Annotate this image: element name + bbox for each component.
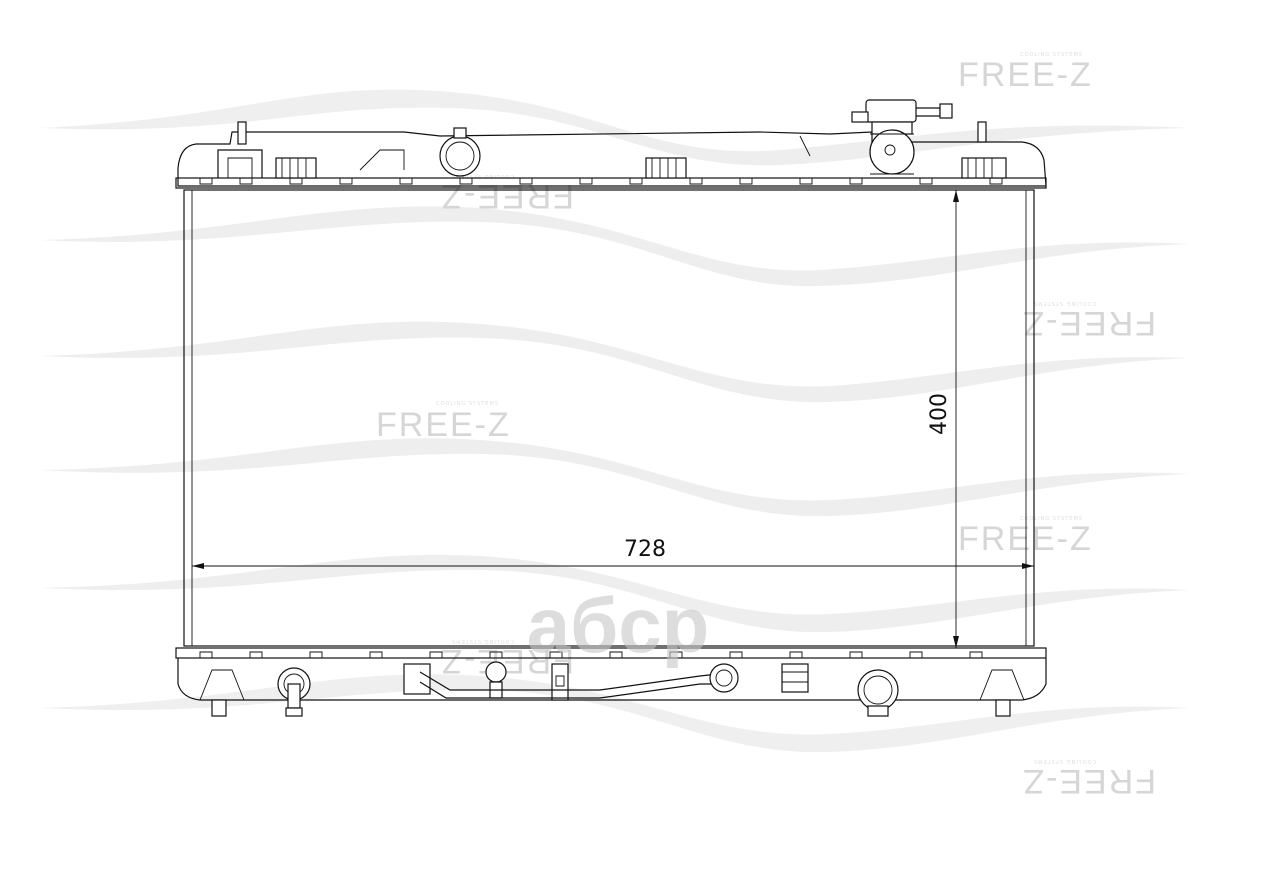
brand-subtitle-4: COOLING SYSTEMS [1020,516,1083,522]
brand-subtitle-5: COOLING SYSTEMS [451,173,514,179]
radiator-core [183,189,1035,647]
brand-watermark-1: FREE-Z [958,56,1093,94]
brand-watermarks: COOLING SYSTEMS FREE-Z FREE-Z COOLING SY… [376,52,1156,800]
bottom-tank [175,647,1047,717]
brand-subtitle-7: COOLING SYSTEMS [1033,758,1096,764]
brand-watermark-5: FREE-Z [439,177,574,215]
dimension-width: 728 [192,537,1034,569]
overlay-logo: aбcp [527,581,710,669]
width-dimension-label: 728 [624,537,666,562]
brand-watermark-4: FREE-Z [958,520,1093,558]
brand-subtitle-2: COOLING SYSTEMS [1033,300,1096,306]
brand-subtitle-1: COOLING SYSTEMS [1020,52,1083,58]
height-dimension-label: 400 [927,393,952,435]
brand-watermark-7: FREE-Z [1021,762,1156,800]
brand-watermark-3: FREE-Z [376,406,511,444]
dimension-height: 400 [927,190,959,648]
brand-watermark-2: FREE-Z [1021,304,1156,342]
brand-subtitle-6: COOLING SYSTEMS [451,638,514,644]
top-tank [175,99,1047,189]
brand-subtitle-3: COOLING SYSTEMS [436,401,499,407]
